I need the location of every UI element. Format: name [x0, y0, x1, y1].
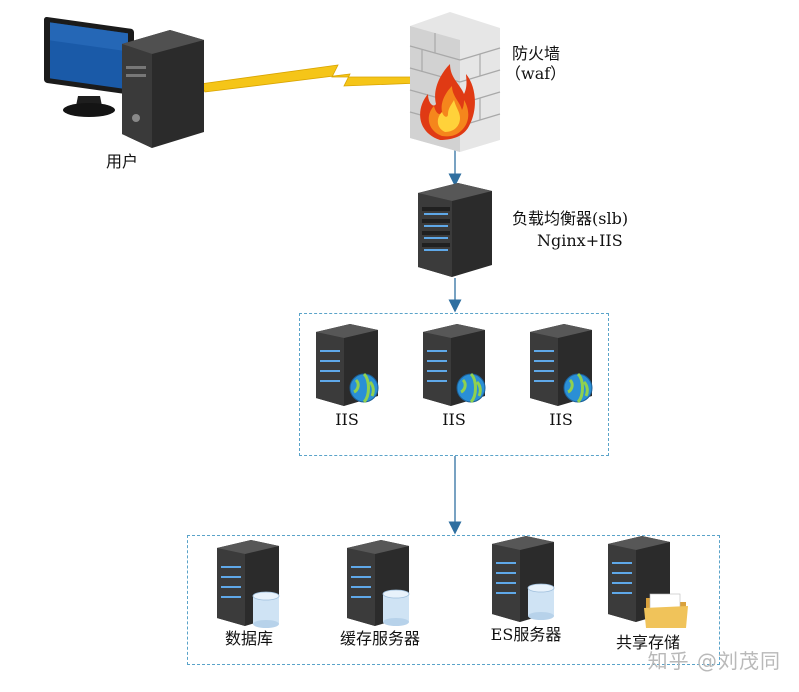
cache-server [345, 540, 415, 630]
es-server [490, 536, 560, 626]
backend-services-box [187, 535, 720, 665]
web-server-icon [316, 324, 379, 406]
iis-server-3 [528, 324, 598, 416]
lightning-connection [199, 64, 421, 93]
load-balancer-label-line1: 负载均衡器(slb) [512, 209, 629, 228]
es-server-icon [492, 536, 555, 622]
storage-label: 共享存储 [615, 633, 681, 652]
iis-server-2 [421, 324, 491, 416]
firewall-label-line1: 防火墙 [512, 44, 561, 63]
iis-label-2: IIS [442, 410, 466, 429]
web-server-icon [423, 324, 486, 406]
database-server-icon [217, 540, 280, 628]
load-balancer-label-line2: Nginx+IIS [537, 231, 623, 250]
watermark: 知乎 @刘茂同 [647, 649, 781, 673]
database-label: 数据库 [224, 629, 274, 648]
iis-label-1: IIS [335, 410, 359, 429]
database-cylinder-icon [252, 591, 280, 628]
database-server [215, 540, 285, 630]
folder-icon [644, 593, 688, 628]
es-label: ES服务器 [490, 625, 562, 644]
database-cylinder-icon [527, 583, 555, 620]
load-balancer-server-icon [418, 183, 492, 277]
user-label: 用户 [105, 152, 139, 171]
iis-cluster-box [299, 313, 609, 456]
storage-server-icon [608, 536, 688, 628]
user-computer-icon [44, 16, 204, 148]
web-server-icon [530, 324, 593, 406]
firewall-icon [409, 12, 501, 152]
shared-storage-server [606, 536, 688, 630]
firewall-label-line2: （waf） [505, 64, 567, 83]
cache-label: 缓存服务器 [339, 629, 421, 648]
database-cylinder-icon [382, 589, 410, 626]
iis-label-3: IIS [549, 410, 573, 429]
cache-server-icon [347, 540, 410, 626]
iis-server-1 [314, 324, 384, 416]
